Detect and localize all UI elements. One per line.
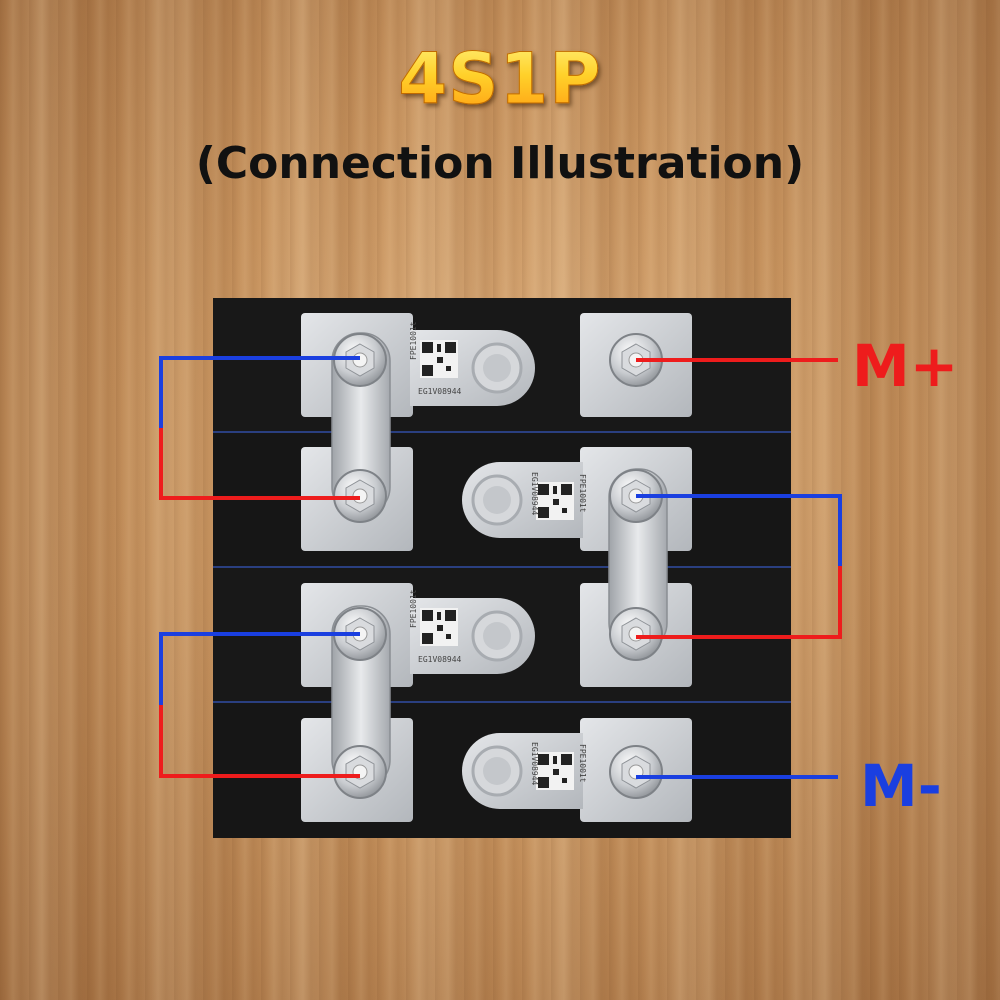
vent-icon <box>483 622 511 650</box>
cell-code-text: EG1V08944 <box>418 655 462 664</box>
vent-icon <box>483 354 511 382</box>
cell-code-text: EG1V08944 <box>530 742 539 786</box>
positive-wire <box>636 566 842 639</box>
vent-icon <box>483 486 511 514</box>
page-title: 4S1P <box>0 38 1000 121</box>
qr-codes <box>420 340 574 790</box>
bolt-nut-icon <box>609 607 663 661</box>
cell-code-text: EG1V08944 <box>530 472 539 516</box>
negative-terminal-label: M- <box>860 752 942 820</box>
bolt-nut-icon <box>609 745 663 799</box>
bolt-nut-icon <box>333 745 387 799</box>
positive-terminal-label: M+ <box>852 332 959 400</box>
vent-icon <box>483 757 511 785</box>
qr-code-icon <box>420 340 458 378</box>
negative-wire <box>159 356 360 428</box>
negative-wire <box>636 494 842 566</box>
cell-code-text: FPE1001t <box>409 321 418 360</box>
wiring-annotation <box>159 356 842 779</box>
cell-code-text: EG1V08944 <box>418 387 462 396</box>
cell-code-text: FPE1001t <box>578 474 587 513</box>
positive-wire <box>159 705 360 778</box>
page-subtitle: (Connection Illustration) <box>195 138 805 189</box>
cell-codes: EG1V08944 EG1V08944 FPE1001t FPE1001t EG… <box>409 321 587 785</box>
cell-code-text: FPE1001t <box>578 744 587 783</box>
negative-wire <box>159 632 360 705</box>
qr-code-icon <box>536 482 574 520</box>
vents <box>471 342 523 797</box>
positive-wire <box>159 428 360 500</box>
qr-code-icon <box>536 752 574 790</box>
qr-code-icon <box>420 608 458 646</box>
cell-code-text: FPE1001t <box>409 589 418 628</box>
